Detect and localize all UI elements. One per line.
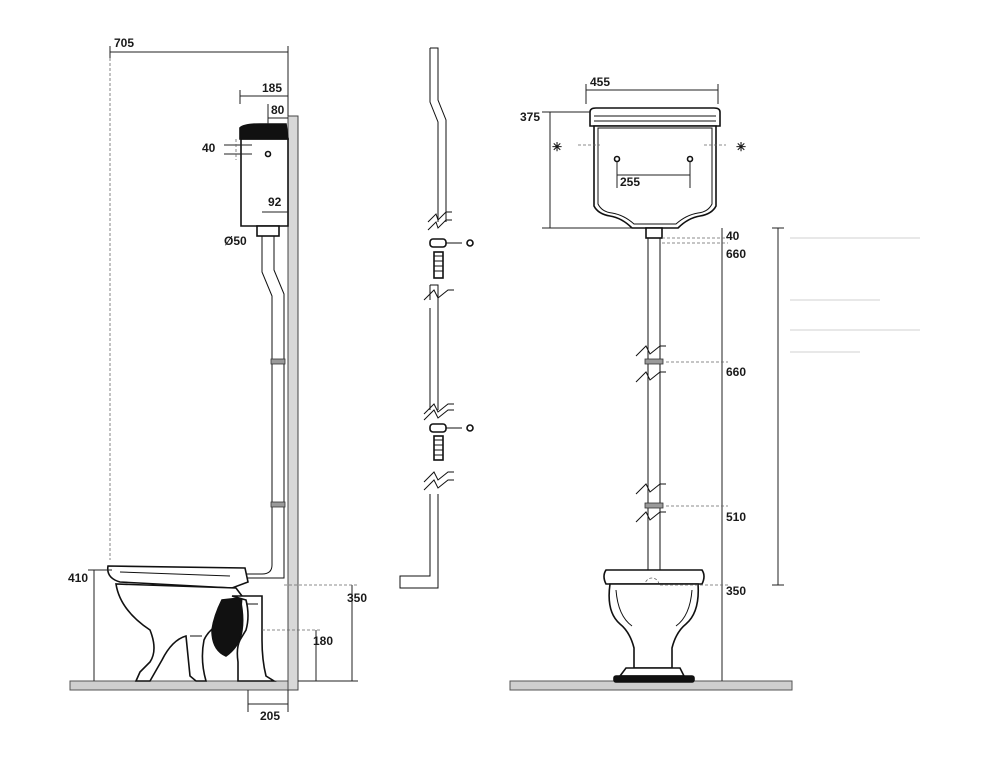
side-view: 705 185 80 40 92 Ø50 410 350 180 205 (68, 36, 367, 723)
dim-pan-height: 350 (726, 584, 746, 598)
dim-cistern-height: 375 (520, 110, 540, 124)
dim-fixing-centres: 255 (620, 175, 640, 189)
side-cistern (239, 123, 289, 227)
dim-cistern-gap: 80 (271, 103, 285, 117)
dim-cistern-width: 455 (590, 75, 610, 89)
dim-flush-pipe-offset: 92 (268, 195, 282, 209)
side-pipe-joint-1 (270, 358, 286, 365)
side-wall (287, 115, 299, 691)
dim-gap-below-cistern: 40 (726, 229, 740, 243)
dim-pipe-section-1: 660 (726, 247, 746, 261)
front-pipe-joint-1 (644, 358, 664, 365)
fixing-mark-left: ✳ (552, 140, 562, 154)
dim-pipe-section-2: 660 (726, 365, 746, 379)
dim-bowl-height: 410 (68, 571, 88, 585)
dim-outlet-height: 350 (347, 591, 367, 605)
dim-pipe-section-3: 510 (726, 510, 746, 524)
front-view: ✳ ✳ 455 375 255 40 660 660 510 350 (509, 75, 920, 691)
side-flush-pipe (238, 225, 286, 579)
dim-overall-height: 705 (114, 36, 134, 50)
side-floor (69, 680, 299, 691)
dim-trap-to-wall: 205 (260, 709, 280, 723)
front-pipe-joint-2 (644, 502, 664, 509)
dim-flush-pipe-diameter: Ø50 (224, 234, 247, 248)
pipe-connector-2 (429, 423, 474, 461)
dim-trap-height: 180 (313, 634, 333, 648)
dim-cistern-depth: 185 (262, 81, 282, 95)
side-dimensions (88, 46, 358, 712)
fixing-mark-right: ✳ (736, 140, 746, 154)
front-dimensions (542, 84, 920, 681)
pipe-assembly-view (399, 47, 474, 589)
front-flush-pipe (635, 238, 666, 572)
front-toilet-pan (603, 569, 705, 683)
front-cistern (589, 107, 721, 239)
side-toilet-pan (106, 565, 277, 682)
dim-outlet-offset: 40 (202, 141, 216, 155)
side-pipe-joint-2 (270, 501, 286, 508)
pipe-connector-1 (429, 238, 474, 279)
